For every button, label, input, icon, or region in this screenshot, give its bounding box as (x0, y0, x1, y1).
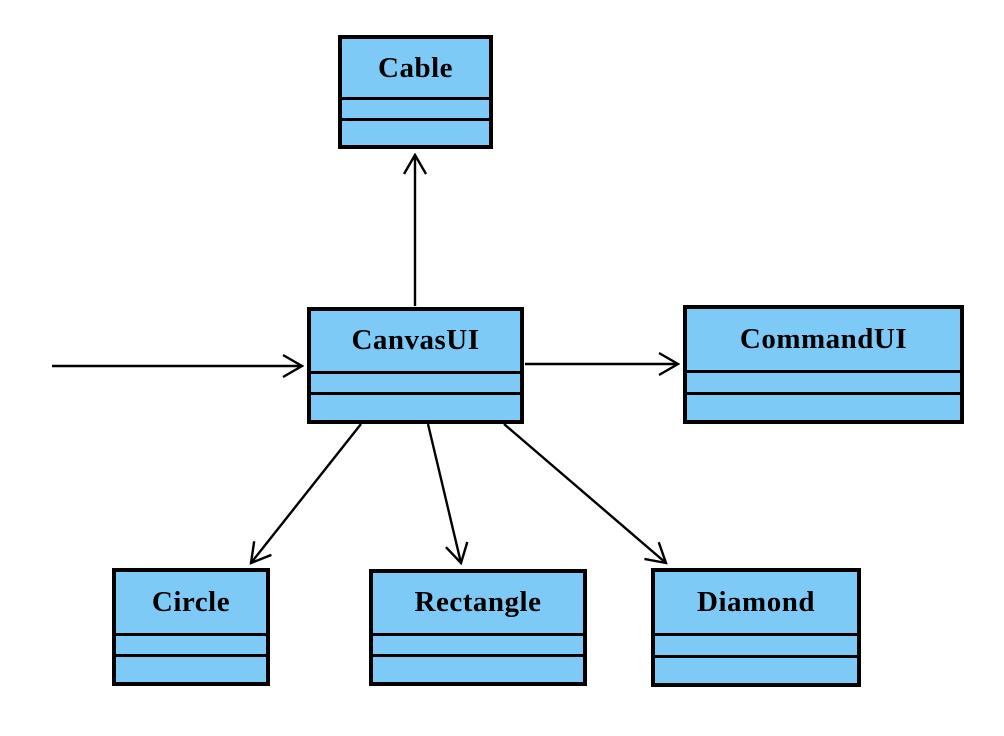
edge-canvasui-to-circle (251, 423, 362, 563)
attributes-compartment-circle (116, 632, 266, 655)
attributes-compartment-commandui (687, 370, 960, 392)
operations-compartment-cable (342, 118, 489, 145)
attributes-compartment-rectangle (373, 632, 583, 655)
operations-compartment-diamond (655, 654, 857, 683)
class-name-rectangle: Rectangle (414, 586, 542, 619)
edge-canvasui-to-rectangle (426, 423, 461, 563)
operations-compartment-canvasui (311, 392, 520, 420)
class-name-diamond: Diamond (697, 586, 815, 619)
attributes-compartment-canvasui (311, 370, 520, 393)
class-name-cable: Cable (378, 51, 453, 84)
class-name-circle: Circle (151, 585, 231, 618)
operations-compartment-commandui (687, 391, 960, 420)
attributes-compartment-diamond (655, 633, 857, 655)
operations-compartment-circle (116, 654, 266, 682)
attributes-compartment-cable (342, 97, 489, 118)
edge-canvasui-to-diamond (503, 423, 666, 563)
class-name-canvasui: CanvasUI (351, 324, 480, 357)
class-node-cable: Cable (338, 35, 493, 149)
class-node-diamond: Diamond (651, 568, 861, 687)
operations-compartment-rectangle (373, 654, 583, 682)
class-node-canvasui: CanvasUI (307, 307, 524, 424)
class-name-commandui: CommandUI (739, 323, 908, 356)
class-node-commandui: CommandUI (683, 305, 964, 424)
class-node-rectangle: Rectangle (369, 569, 587, 686)
class-node-circle: Circle (112, 568, 270, 686)
